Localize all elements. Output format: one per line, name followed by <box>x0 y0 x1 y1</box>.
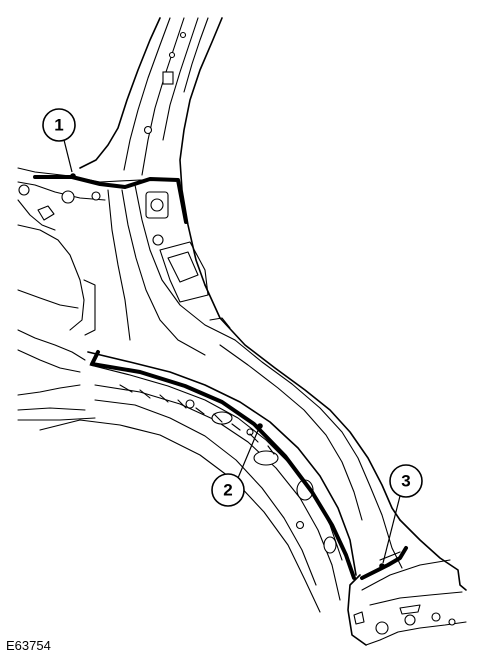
wheel-arch-outer <box>204 284 467 591</box>
cut-line-3 <box>360 546 408 580</box>
upper-pillar <box>79 17 223 286</box>
cut-lines <box>33 175 408 580</box>
callout-3-label: 3 <box>401 472 410 491</box>
callout-2: 2 <box>211 423 263 507</box>
left-structure <box>17 167 179 421</box>
central-junction <box>83 184 236 356</box>
callout-1-label: 1 <box>54 116 63 135</box>
lower-rear-section <box>347 551 467 646</box>
callout-1: 1 <box>42 108 76 179</box>
cut-line-2 <box>90 350 356 580</box>
callout-2-label: 2 <box>223 481 232 500</box>
callout-3: 3 <box>379 464 423 569</box>
figure-id-label: E63754 <box>6 638 51 653</box>
